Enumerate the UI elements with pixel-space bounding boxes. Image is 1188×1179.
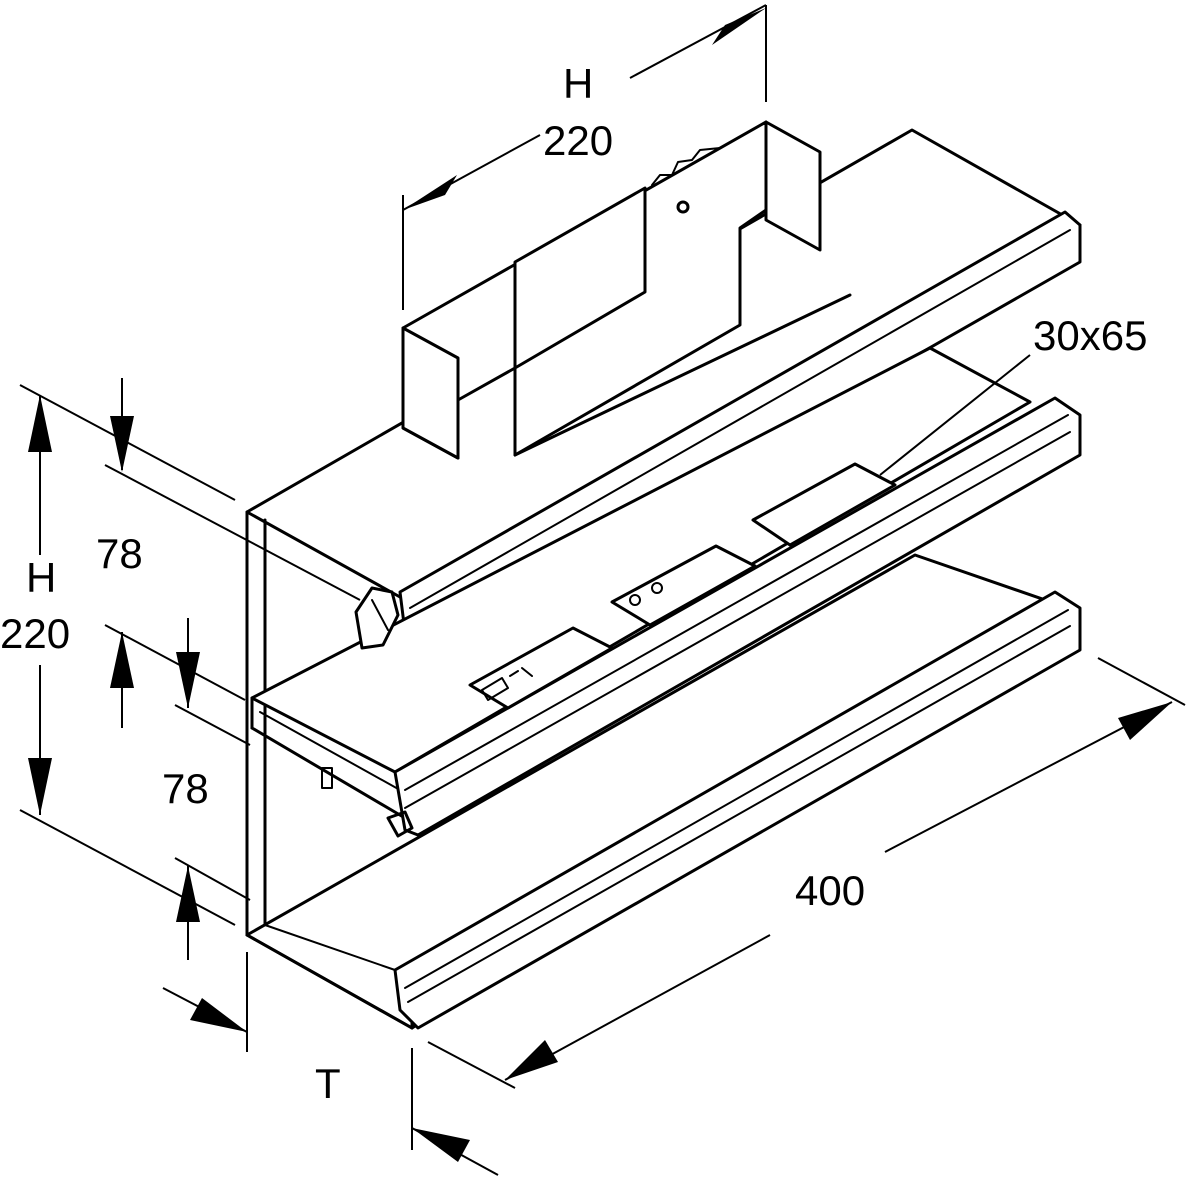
lower-rail-groove-b [407, 625, 1071, 1003]
ext-line-upper-78-bottom [104, 624, 246, 701]
ext-line-left-bottom [19, 809, 236, 926]
cutout-mark-b [651, 582, 663, 594]
cutouts [468, 462, 897, 710]
arrow-lower-78-top [176, 652, 200, 708]
end-cap-detail [371, 599, 389, 631]
partition-bottom-edge [250, 726, 407, 820]
ext-line-lower-78-top [174, 704, 251, 746]
dim-line-insert-upper [629, 4, 767, 79]
dimension-length: 400 [427, 657, 1186, 1089]
arrow-upper-78-top [110, 416, 134, 472]
insert-bottom-edge [513, 293, 852, 457]
arrow-left-bottom [28, 758, 52, 815]
label-left-height-symbol: H [26, 554, 56, 601]
upper-rail-groove-a [404, 414, 1069, 791]
ext-line-length-left [427, 1041, 516, 1089]
middle-partition [250, 346, 1082, 838]
cutout-2 [610, 544, 757, 627]
dimension-depth: T [162, 952, 499, 1176]
label-length: 400 [795, 867, 865, 914]
dimension-cutout: 30x65 [879, 312, 1147, 476]
arrow-left-top [28, 395, 52, 452]
arrow-length-left [505, 1040, 558, 1080]
arrow-length-right [1118, 702, 1172, 740]
dimension-insert-height: H 220 [402, 4, 767, 310]
arrow-insert-right [712, 8, 766, 45]
insert-side-wing [764, 120, 822, 252]
label-insert-height-value: 220 [543, 117, 613, 164]
end-cap-body [354, 586, 400, 650]
cutout-3 [751, 462, 897, 547]
dimension-upper-compartment: 78 [96, 378, 361, 728]
label-depth-symbol: T [315, 1060, 341, 1107]
upper-rail-groove-b [404, 431, 1071, 809]
dimension-left-height: H 220 [0, 384, 236, 926]
arrow-depth-right [412, 1128, 470, 1162]
label-lower-compartment: 78 [162, 765, 209, 812]
arrow-insert-left [403, 175, 457, 210]
partition-shelf [250, 346, 1032, 774]
lower-rail-group [264, 590, 1082, 1030]
insert-notch-back [513, 186, 647, 370]
ext-line-length-right [1097, 657, 1186, 706]
arrow-lower-78-bottom [176, 866, 200, 922]
arrow-depth-left [190, 998, 247, 1032]
lower-rail-groove-a [404, 609, 1069, 989]
partition-inner-edge [259, 711, 401, 791]
cutout-mark-a [629, 594, 641, 606]
rail-clip [386, 810, 414, 838]
upper-rail [393, 396, 1082, 837]
lower-floor-inner-edge [264, 924, 396, 971]
label-insert-height-symbol: H [563, 60, 593, 107]
arrow-upper-78-bottom [110, 632, 134, 688]
label-cutout-size: 30x65 [1033, 312, 1147, 359]
end-cap [354, 586, 400, 650]
insert-left-wing [401, 326, 460, 460]
insert-bracket [401, 120, 852, 460]
insert-profile [651, 147, 721, 186]
duct-top-lip-groove [409, 229, 1071, 609]
ext-line-upper-78-top [104, 464, 361, 601]
leader-cutout [879, 354, 1031, 476]
ext-line-lower-78-bottom [174, 857, 251, 901]
dimension-lower-compartment: 78 [162, 618, 251, 960]
embossed-logo [481, 667, 533, 701]
cutout-1 [468, 626, 614, 710]
partition-slot [321, 767, 333, 789]
duct-bottom-front-edge [245, 933, 414, 1030]
label-upper-compartment: 78 [96, 530, 143, 577]
label-left-height-value: 220 [0, 610, 70, 657]
insert-hole [676, 200, 690, 214]
